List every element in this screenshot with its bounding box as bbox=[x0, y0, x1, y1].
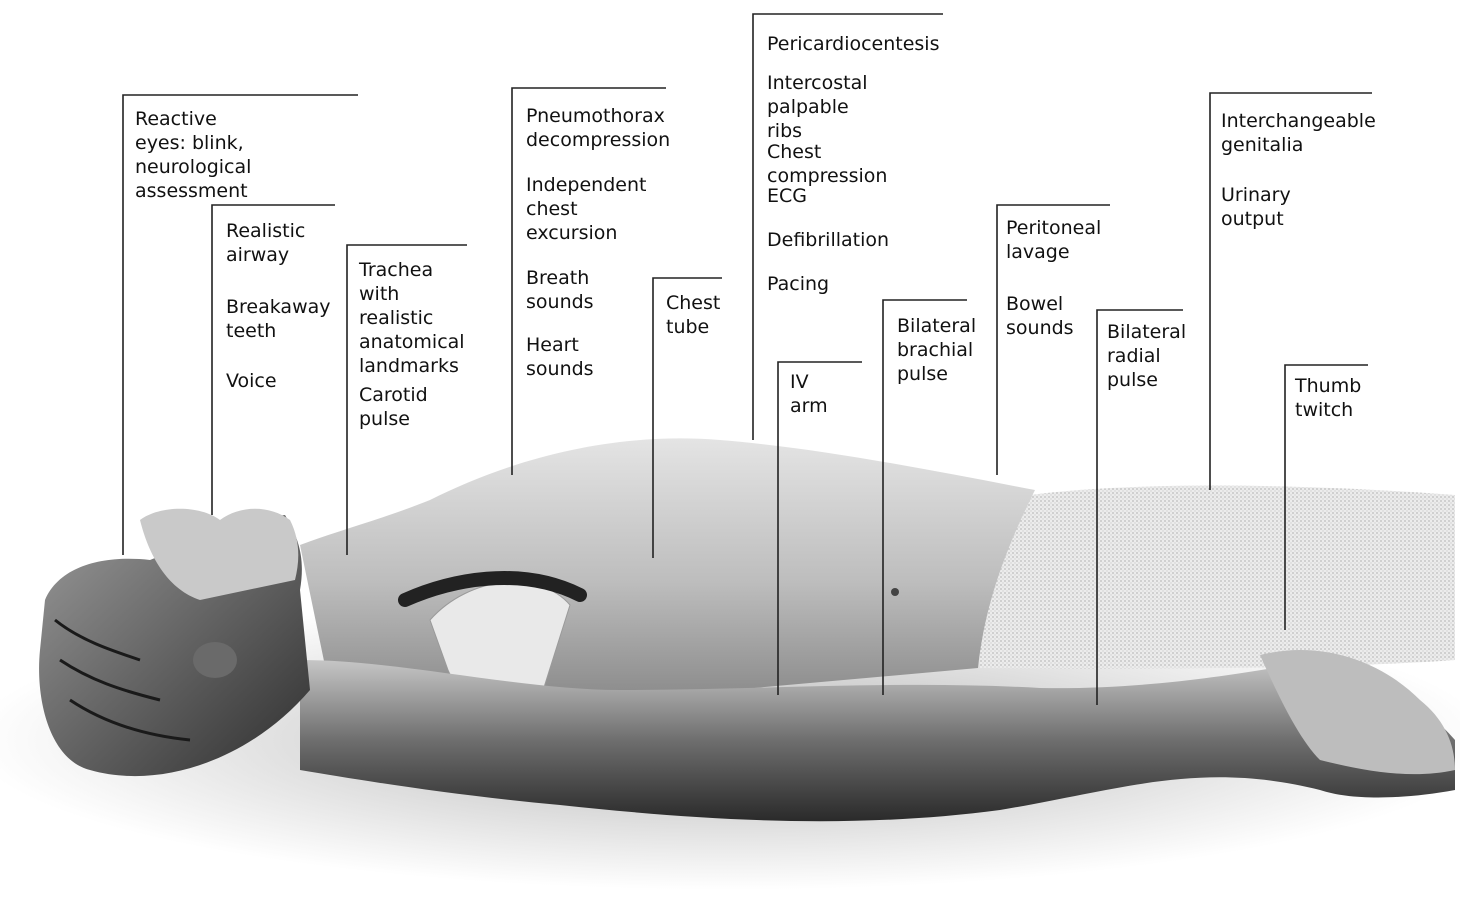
label-chest-compression: Chest compression bbox=[767, 140, 887, 188]
label-brachial-pulse: Bilateral brachial pulse bbox=[897, 314, 976, 386]
label-realistic-airway: Realistic airway bbox=[226, 219, 305, 267]
label-pneumothorax: Pneumothorax decompression bbox=[526, 104, 670, 152]
label-peritoneal-lavage: Peritoneal lavage bbox=[1006, 216, 1101, 264]
label-voice: Voice bbox=[226, 369, 277, 393]
label-genitalia: Interchangeable genitalia bbox=[1221, 109, 1376, 157]
label-breakaway-teeth: Breakaway teeth bbox=[226, 295, 331, 343]
label-thumb-twitch: Thumb twitch bbox=[1295, 374, 1361, 422]
label-urinary-output: Urinary output bbox=[1221, 183, 1291, 231]
label-radial-pulse: Bilateral radial pulse bbox=[1107, 320, 1186, 392]
label-chest-excursion: Independent chest excursion bbox=[526, 173, 646, 245]
label-chest-tube: Chest tube bbox=[666, 291, 720, 339]
label-bowel-sounds: Bowel sounds bbox=[1006, 292, 1074, 340]
manikin-shorts bbox=[975, 486, 1455, 669]
label-pacing: Pacing bbox=[767, 272, 829, 296]
manikin-ear bbox=[193, 642, 237, 678]
label-trachea: Trachea with realistic anatomical landma… bbox=[359, 258, 465, 378]
label-heart-sounds: Heart sounds bbox=[526, 333, 594, 381]
manikin-torso bbox=[300, 438, 1035, 700]
label-carotid-pulse: Carotid pulse bbox=[359, 383, 428, 431]
label-defibrillation: Defibrillation bbox=[767, 228, 889, 252]
label-breath-sounds: Breath sounds bbox=[526, 266, 594, 314]
navel bbox=[891, 588, 899, 596]
label-iv-arm: IV arm bbox=[790, 370, 828, 418]
label-pericardiocentesis: Pericardiocentesis bbox=[767, 32, 939, 56]
label-reactive-eyes: Reactive eyes: blink, neurological asses… bbox=[135, 107, 251, 203]
label-intercostal-ribs: Intercostal palpable ribs bbox=[767, 71, 868, 143]
label-ecg: ECG bbox=[767, 184, 807, 208]
